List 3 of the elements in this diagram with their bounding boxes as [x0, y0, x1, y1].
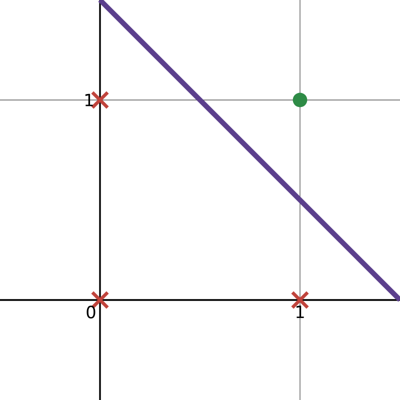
tick-label: 0: [86, 306, 96, 318]
tick-label: 1: [296, 306, 304, 318]
tick-label: 1: [85, 94, 93, 106]
